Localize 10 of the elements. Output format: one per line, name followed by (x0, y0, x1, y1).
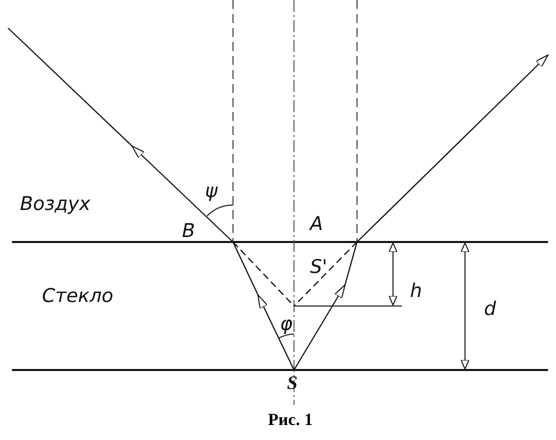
figure-caption: Рис. 1 (268, 410, 313, 430)
angle-label: φ (280, 315, 293, 334)
dimension-label: h (410, 282, 422, 301)
point-label: A (310, 215, 323, 234)
region-label: Воздух (20, 195, 90, 214)
dimension-label: d (484, 300, 496, 319)
angle-label: ψ (205, 182, 218, 201)
point-label: S' (310, 258, 328, 277)
point-label: B (182, 222, 196, 241)
region-label: Стекло (42, 287, 114, 306)
